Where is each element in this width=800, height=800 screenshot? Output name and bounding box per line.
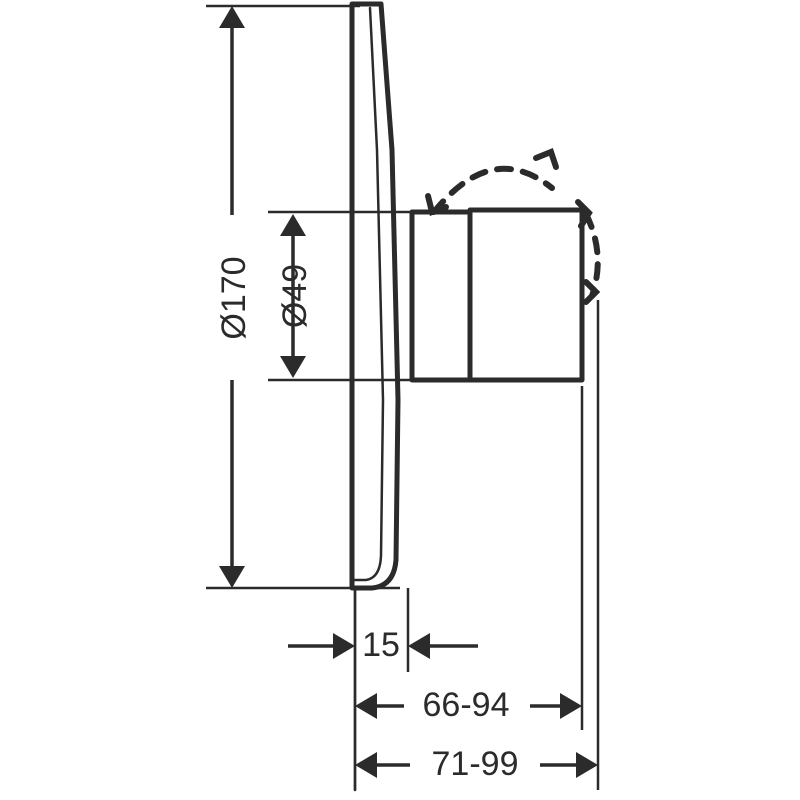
dashed-rotation-arc <box>431 165 555 215</box>
arrow-left-icon <box>355 693 377 719</box>
dimension-71-99: 71-99 <box>355 745 598 783</box>
dimension-label-d49: Ø49 <box>276 264 314 328</box>
arrow-right-icon <box>333 633 355 659</box>
arrow-up-icon <box>219 6 245 28</box>
dimension-label-66-94: 66-94 <box>423 686 510 724</box>
dimension-d170: Ø170 <box>215 6 253 588</box>
arrow-left-icon <box>355 752 377 778</box>
dimension-d49: Ø49 <box>276 214 314 378</box>
dimension-15: 15 <box>288 626 478 664</box>
product-outline <box>349 1 585 792</box>
arrow-left-icon <box>408 633 430 659</box>
arrow-down-icon <box>219 566 245 588</box>
arc-tip-right-icon <box>533 148 559 170</box>
arrow-right-icon <box>576 752 598 778</box>
arc-tip-side-bottom-icon <box>583 279 601 305</box>
extension-lines <box>206 4 600 790</box>
arc-tip-side-top-icon <box>575 199 593 229</box>
arrow-right-icon <box>560 693 582 719</box>
dimension-label-15: 15 <box>362 626 400 664</box>
dimension-66-94: 66-94 <box>355 686 582 724</box>
dimension-label-d170: Ø170 <box>215 256 253 339</box>
rotation-indicators <box>431 165 601 299</box>
rotation-arc-arrow-tips <box>425 148 601 305</box>
handle-collar <box>409 209 473 383</box>
arc-tip-left-icon <box>425 193 449 216</box>
dimension-label-71-99: 71-99 <box>432 745 519 783</box>
arrow-down-icon <box>280 356 306 378</box>
handle-body <box>467 207 585 383</box>
arrow-up-icon <box>280 214 306 236</box>
escutcheon-plate-inner-line <box>350 6 385 582</box>
